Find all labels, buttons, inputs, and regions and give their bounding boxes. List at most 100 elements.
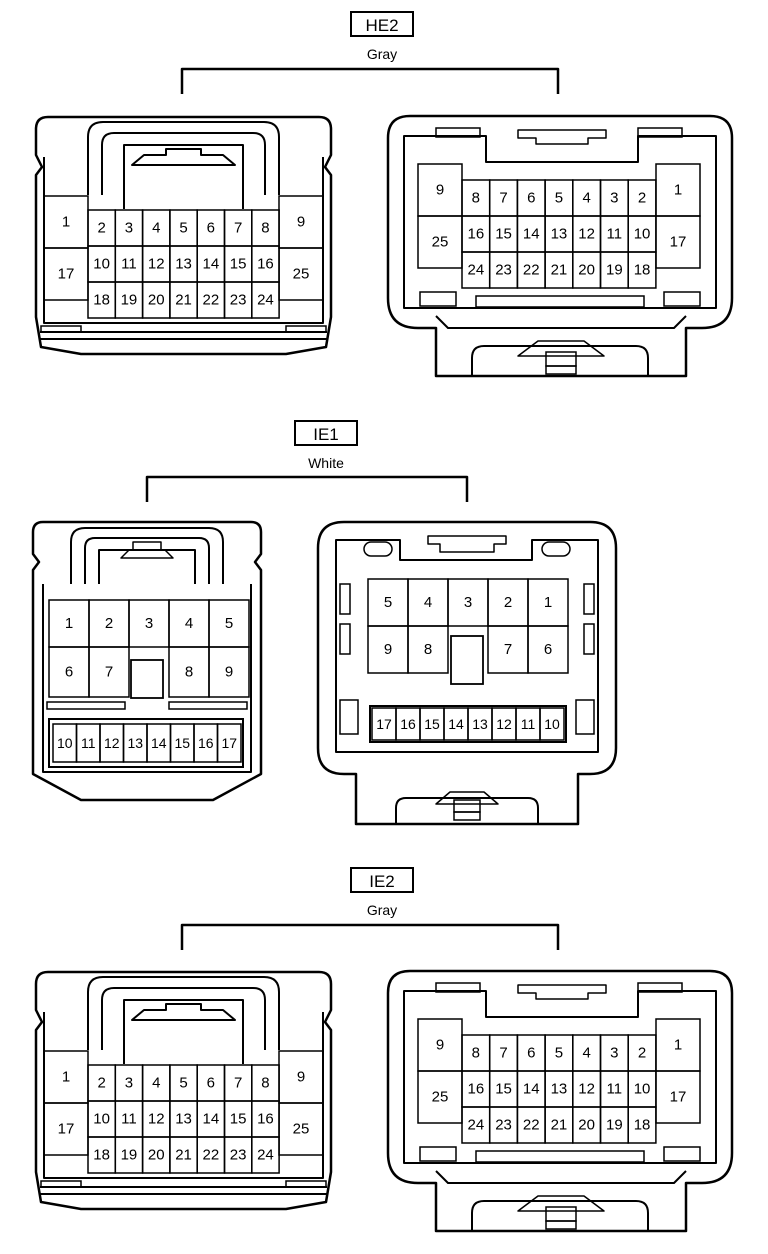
pin-cell: 16 [193, 723, 219, 763]
pin-number: 10 [634, 1081, 651, 1098]
pin-number: 22 [523, 1117, 540, 1134]
pin-number: 7 [499, 1045, 507, 1062]
pin-outline [216, 723, 242, 763]
pin-number: 9 [436, 1037, 444, 1054]
pin-cell: 15 [488, 1070, 519, 1108]
pin-cell: 16 [461, 1070, 491, 1108]
pin-number: 14 [203, 1111, 220, 1128]
latch-tab [435, 791, 499, 805]
pin-number: 3 [145, 615, 153, 632]
pin-cell: 3 [114, 1064, 144, 1102]
pin-number: 11 [607, 1081, 623, 1098]
pin-number: 11 [81, 735, 96, 751]
connector-color-he2: Gray [366, 46, 398, 62]
divider-bar [46, 701, 126, 710]
pin-cell: 8 [251, 209, 280, 247]
pin-number: 22 [203, 292, 220, 309]
pin-cell: 5 [544, 1034, 574, 1072]
pin-number: 1 [674, 182, 682, 199]
pin-number: 12 [104, 735, 120, 751]
pin-cell: 24 [461, 251, 491, 289]
side-slot [583, 583, 595, 615]
pin-cell: 6 [527, 625, 569, 674]
pin-number: 6 [527, 1045, 535, 1062]
pin-number: 21 [175, 292, 192, 309]
housing-inner [403, 135, 717, 309]
lock-inner [84, 537, 210, 584]
pin-number: 13 [551, 1081, 568, 1098]
pin-number: 10 [93, 256, 110, 273]
pin-outline [88, 646, 130, 698]
pin-cell: 2 [627, 179, 657, 217]
pin-number: 8 [261, 1075, 269, 1092]
pin-number: 16 [400, 716, 416, 732]
pin-number: 4 [424, 594, 432, 611]
foot-slot [475, 1150, 645, 1163]
latch-outline [471, 345, 649, 376]
pin-number: 1 [674, 1037, 682, 1054]
pin-cell: 19 [114, 281, 144, 319]
pin-cell: 10 [87, 1100, 117, 1138]
key-slot [541, 541, 571, 557]
pin-cell: 24 [461, 1106, 491, 1144]
pin-number: 12 [148, 256, 165, 273]
pin-number: 3 [125, 220, 133, 237]
pin-cell: 11 [75, 723, 101, 763]
pin-number: 12 [148, 1111, 165, 1128]
pin-outline [251, 1136, 280, 1174]
pin-cell: 5 [208, 599, 250, 648]
pin-cell: 10 [627, 215, 657, 253]
pin-number: 15 [495, 1081, 512, 1098]
pin-cell: 20 [141, 1136, 171, 1174]
pin-number: 3 [610, 190, 618, 207]
pin-cell: 8 [461, 1034, 491, 1072]
pin-number: 14 [523, 1081, 540, 1098]
pin-number: 6 [65, 664, 73, 681]
pin-number: 18 [634, 262, 651, 279]
pin-cell: 3 [599, 179, 629, 217]
housing-outline [386, 969, 734, 1233]
pin-cell: 17 [655, 1070, 701, 1124]
connector-code-ie2: IE2 [350, 867, 414, 893]
pin-number: 5 [384, 594, 392, 611]
pin-cell: 2 [87, 209, 117, 247]
pin-number: 7 [499, 190, 507, 207]
pin-number: 18 [93, 292, 110, 309]
pin-number: 25 [432, 234, 449, 251]
pin-number: 2 [638, 1045, 646, 1062]
pin-cell: 14 [516, 215, 546, 253]
pin-cell: 1 [655, 1018, 701, 1072]
pin-number: 17 [221, 735, 237, 751]
pin-frame [48, 718, 244, 768]
foot-slot [419, 291, 457, 307]
pin-number: 3 [610, 1045, 618, 1062]
connector-bracket [145, 475, 469, 502]
pin-cell: 8 [461, 179, 491, 217]
pin-number: 16 [468, 1081, 485, 1098]
pin-number: 20 [148, 292, 165, 309]
pin-number: 3 [464, 594, 472, 611]
lock-tab [131, 148, 236, 166]
pin-number: 23 [230, 1147, 247, 1164]
pin-number: 15 [174, 735, 190, 751]
pin-cell: 9 [208, 646, 250, 698]
pin-number: 7 [105, 664, 113, 681]
connector-code-ie1: IE1 [294, 420, 358, 446]
pin-number: 9 [297, 214, 305, 231]
pin-cell: 3 [128, 599, 170, 648]
lock-inner [101, 987, 266, 1050]
pin-cell: 21 [169, 281, 198, 319]
pin-number: 5 [555, 190, 563, 207]
pin-number: 12 [578, 1081, 595, 1098]
pin-outline [208, 646, 250, 698]
latch-slot [40, 325, 82, 333]
pin-cell: 16 [461, 215, 491, 253]
pin-number: 15 [424, 716, 440, 732]
pin-number: 4 [152, 1075, 160, 1092]
pin-number: 7 [504, 641, 512, 658]
pin-number: 25 [293, 266, 310, 283]
